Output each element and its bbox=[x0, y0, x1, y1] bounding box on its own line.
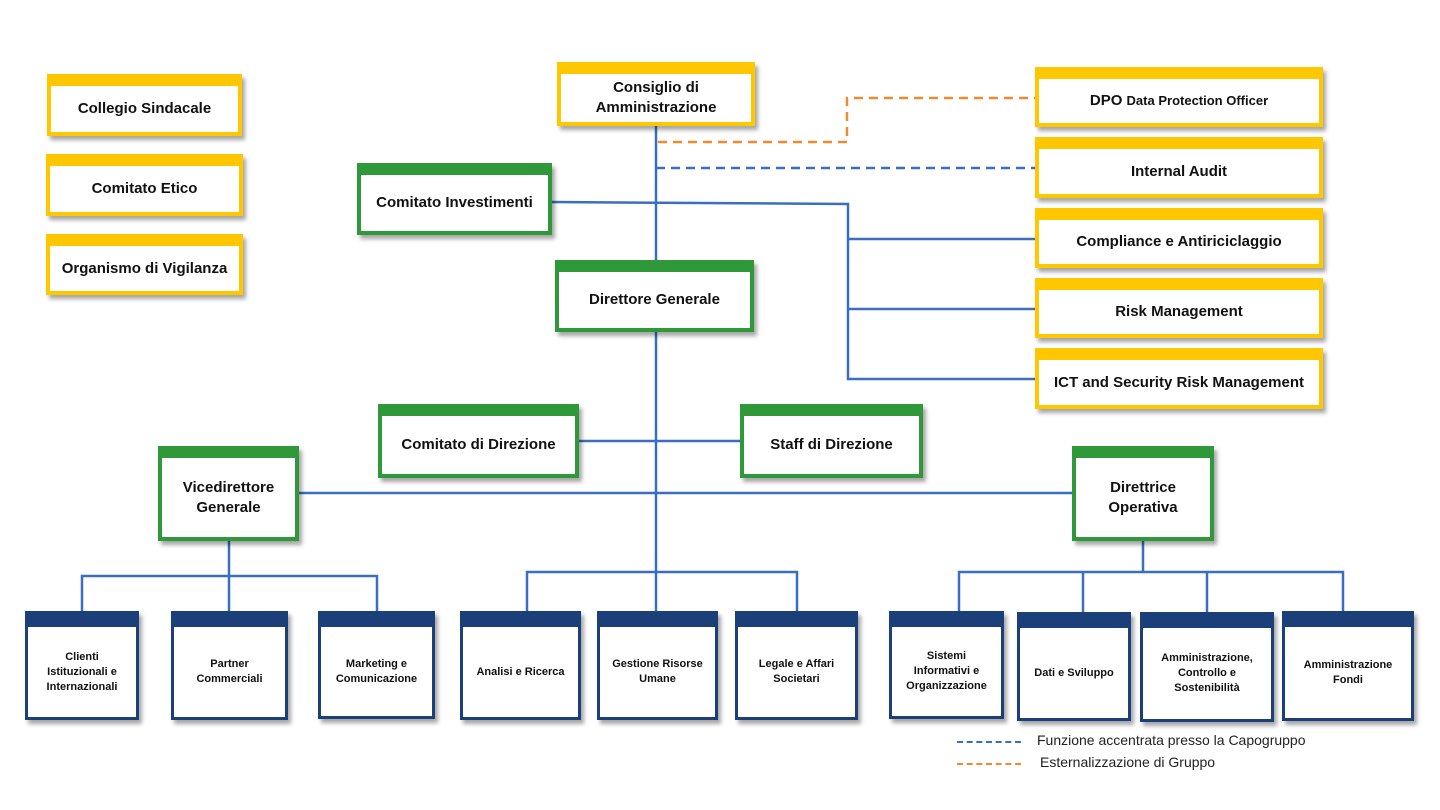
label-sistemi-informativi: Sistemi Informativi e Organizzazione bbox=[906, 650, 987, 692]
connector-dg-children bbox=[525, 570, 799, 613]
label-ict-security-risk: ICT and Security Risk Management bbox=[1053, 373, 1305, 391]
label-comitato-etico: Comitato Etico bbox=[91, 180, 198, 197]
box-comitato-direzione: Comitato di Direzione bbox=[378, 404, 579, 478]
box-vicedirettore-generale: Vicedirettore Generale bbox=[158, 446, 299, 541]
legend-orange-dashed-label: Esternalizzazione di Gruppo bbox=[1040, 754, 1216, 770]
label-comitato-direzione: Comitato di Direzione bbox=[401, 436, 556, 453]
label-vicedirettore-generale: Vicedirettore Generale bbox=[182, 478, 275, 516]
connector-control-functions bbox=[550, 200, 1036, 381]
box-direttore-generale: Direttore Generale bbox=[555, 260, 754, 332]
connector-vice-children bbox=[80, 574, 379, 613]
connector-direttrice-children bbox=[957, 570, 1345, 613]
box-staff-direzione: Staff di Direzione bbox=[740, 404, 923, 478]
box-amministrazione-fondi: Amministrazione Fondi bbox=[1282, 611, 1414, 721]
label-dpo-prefix: DPO bbox=[1089, 92, 1123, 109]
box-comitato-investimenti: Comitato Investimenti bbox=[357, 163, 552, 235]
box-gestione-risorse-umane: Gestione Risorse Umane bbox=[597, 611, 718, 720]
box-organismo-vigilanza: Organismo di Vigilanza bbox=[46, 234, 243, 295]
box-legale-affari-societari: Legale e Affari Societari bbox=[735, 611, 858, 720]
label-clienti-istituzionali: Clienti Istituzionali e Internazionali bbox=[46, 650, 118, 693]
dashed-dpo bbox=[658, 96, 1036, 144]
box-dpo: DPO Data Protection Officer bbox=[1035, 67, 1323, 127]
label-internal-audit: Internal Audit bbox=[1130, 162, 1228, 180]
label-risk-management: Risk Management bbox=[1115, 303, 1243, 320]
label-amministrazione-fondi: Amministrazione Fondi bbox=[1303, 658, 1393, 686]
label-dati-sviluppo: Dati e Sviluppo bbox=[1034, 666, 1114, 679]
label-direttore-generale: Direttore Generale bbox=[589, 291, 720, 308]
label-consiglio-amministrazione: Consiglio di Amministrazione bbox=[595, 79, 717, 116]
label-dpo: DPO Data Protection Officer bbox=[1090, 91, 1268, 111]
label-organismo-vigilanza: Organismo di Vigilanza bbox=[61, 259, 228, 277]
label-legale-affari-societari: Legale e Affari Societari bbox=[758, 658, 835, 685]
legend-orange-dashed-line bbox=[957, 763, 1021, 765]
box-marketing-comunicazione: Marketing e Comunicazione bbox=[318, 611, 435, 719]
box-amministrazione-controllo: Amministrazione, Controllo e Sostenibili… bbox=[1140, 612, 1274, 722]
label-amministrazione-controllo: Amministrazione, Controllo e Sostenibili… bbox=[1161, 652, 1253, 694]
label-partner-commerciali: Partner Commerciali bbox=[196, 658, 263, 685]
label-staff-direzione: Staff di Direzione bbox=[770, 436, 893, 453]
box-direttrice-operativa: Direttrice Operativa bbox=[1072, 446, 1214, 541]
box-risk-management: Risk Management bbox=[1035, 278, 1323, 338]
box-compliance: Compliance e Antiriciclaggio bbox=[1035, 208, 1323, 268]
box-clienti-istituzionali: Clienti Istituzionali e Internazionali bbox=[25, 611, 139, 720]
box-collegio-sindacale: Collegio Sindacale bbox=[47, 74, 242, 136]
label-dpo-suffix: Data Protection Officer bbox=[1126, 93, 1269, 108]
box-consiglio-amministrazione: Consiglio di Amministrazione bbox=[557, 62, 755, 126]
box-ict-security-risk: ICT and Security Risk Management bbox=[1035, 348, 1323, 409]
box-dati-sviluppo: Dati e Sviluppo bbox=[1017, 612, 1131, 721]
label-compliance: Compliance e Antiriciclaggio bbox=[1076, 233, 1282, 250]
box-partner-commerciali: Partner Commerciali bbox=[171, 611, 288, 720]
box-internal-audit: Internal Audit bbox=[1035, 137, 1323, 198]
box-sistemi-informativi: Sistemi Informativi e Organizzazione bbox=[889, 611, 1004, 719]
label-marketing-comunicazione: Marketing e Comunicazione bbox=[335, 657, 418, 685]
box-comitato-etico: Comitato Etico bbox=[46, 154, 243, 216]
label-comitato-investimenti: Comitato Investimenti bbox=[376, 194, 533, 211]
legend-blue-dashed-label: Funzione accentrata presso la Capogruppo bbox=[1037, 732, 1306, 748]
label-collegio-sindacale: Collegio Sindacale bbox=[77, 100, 212, 117]
label-analisi-ricerca: Analisi e Ricerca bbox=[476, 665, 565, 678]
box-analisi-ricerca: Analisi e Ricerca bbox=[460, 611, 581, 720]
label-direttrice-operativa: Direttrice Operativa bbox=[1108, 478, 1178, 516]
legend-blue-dashed-line bbox=[957, 741, 1021, 743]
label-gestione-risorse-umane: Gestione Risorse Umane bbox=[612, 658, 703, 685]
